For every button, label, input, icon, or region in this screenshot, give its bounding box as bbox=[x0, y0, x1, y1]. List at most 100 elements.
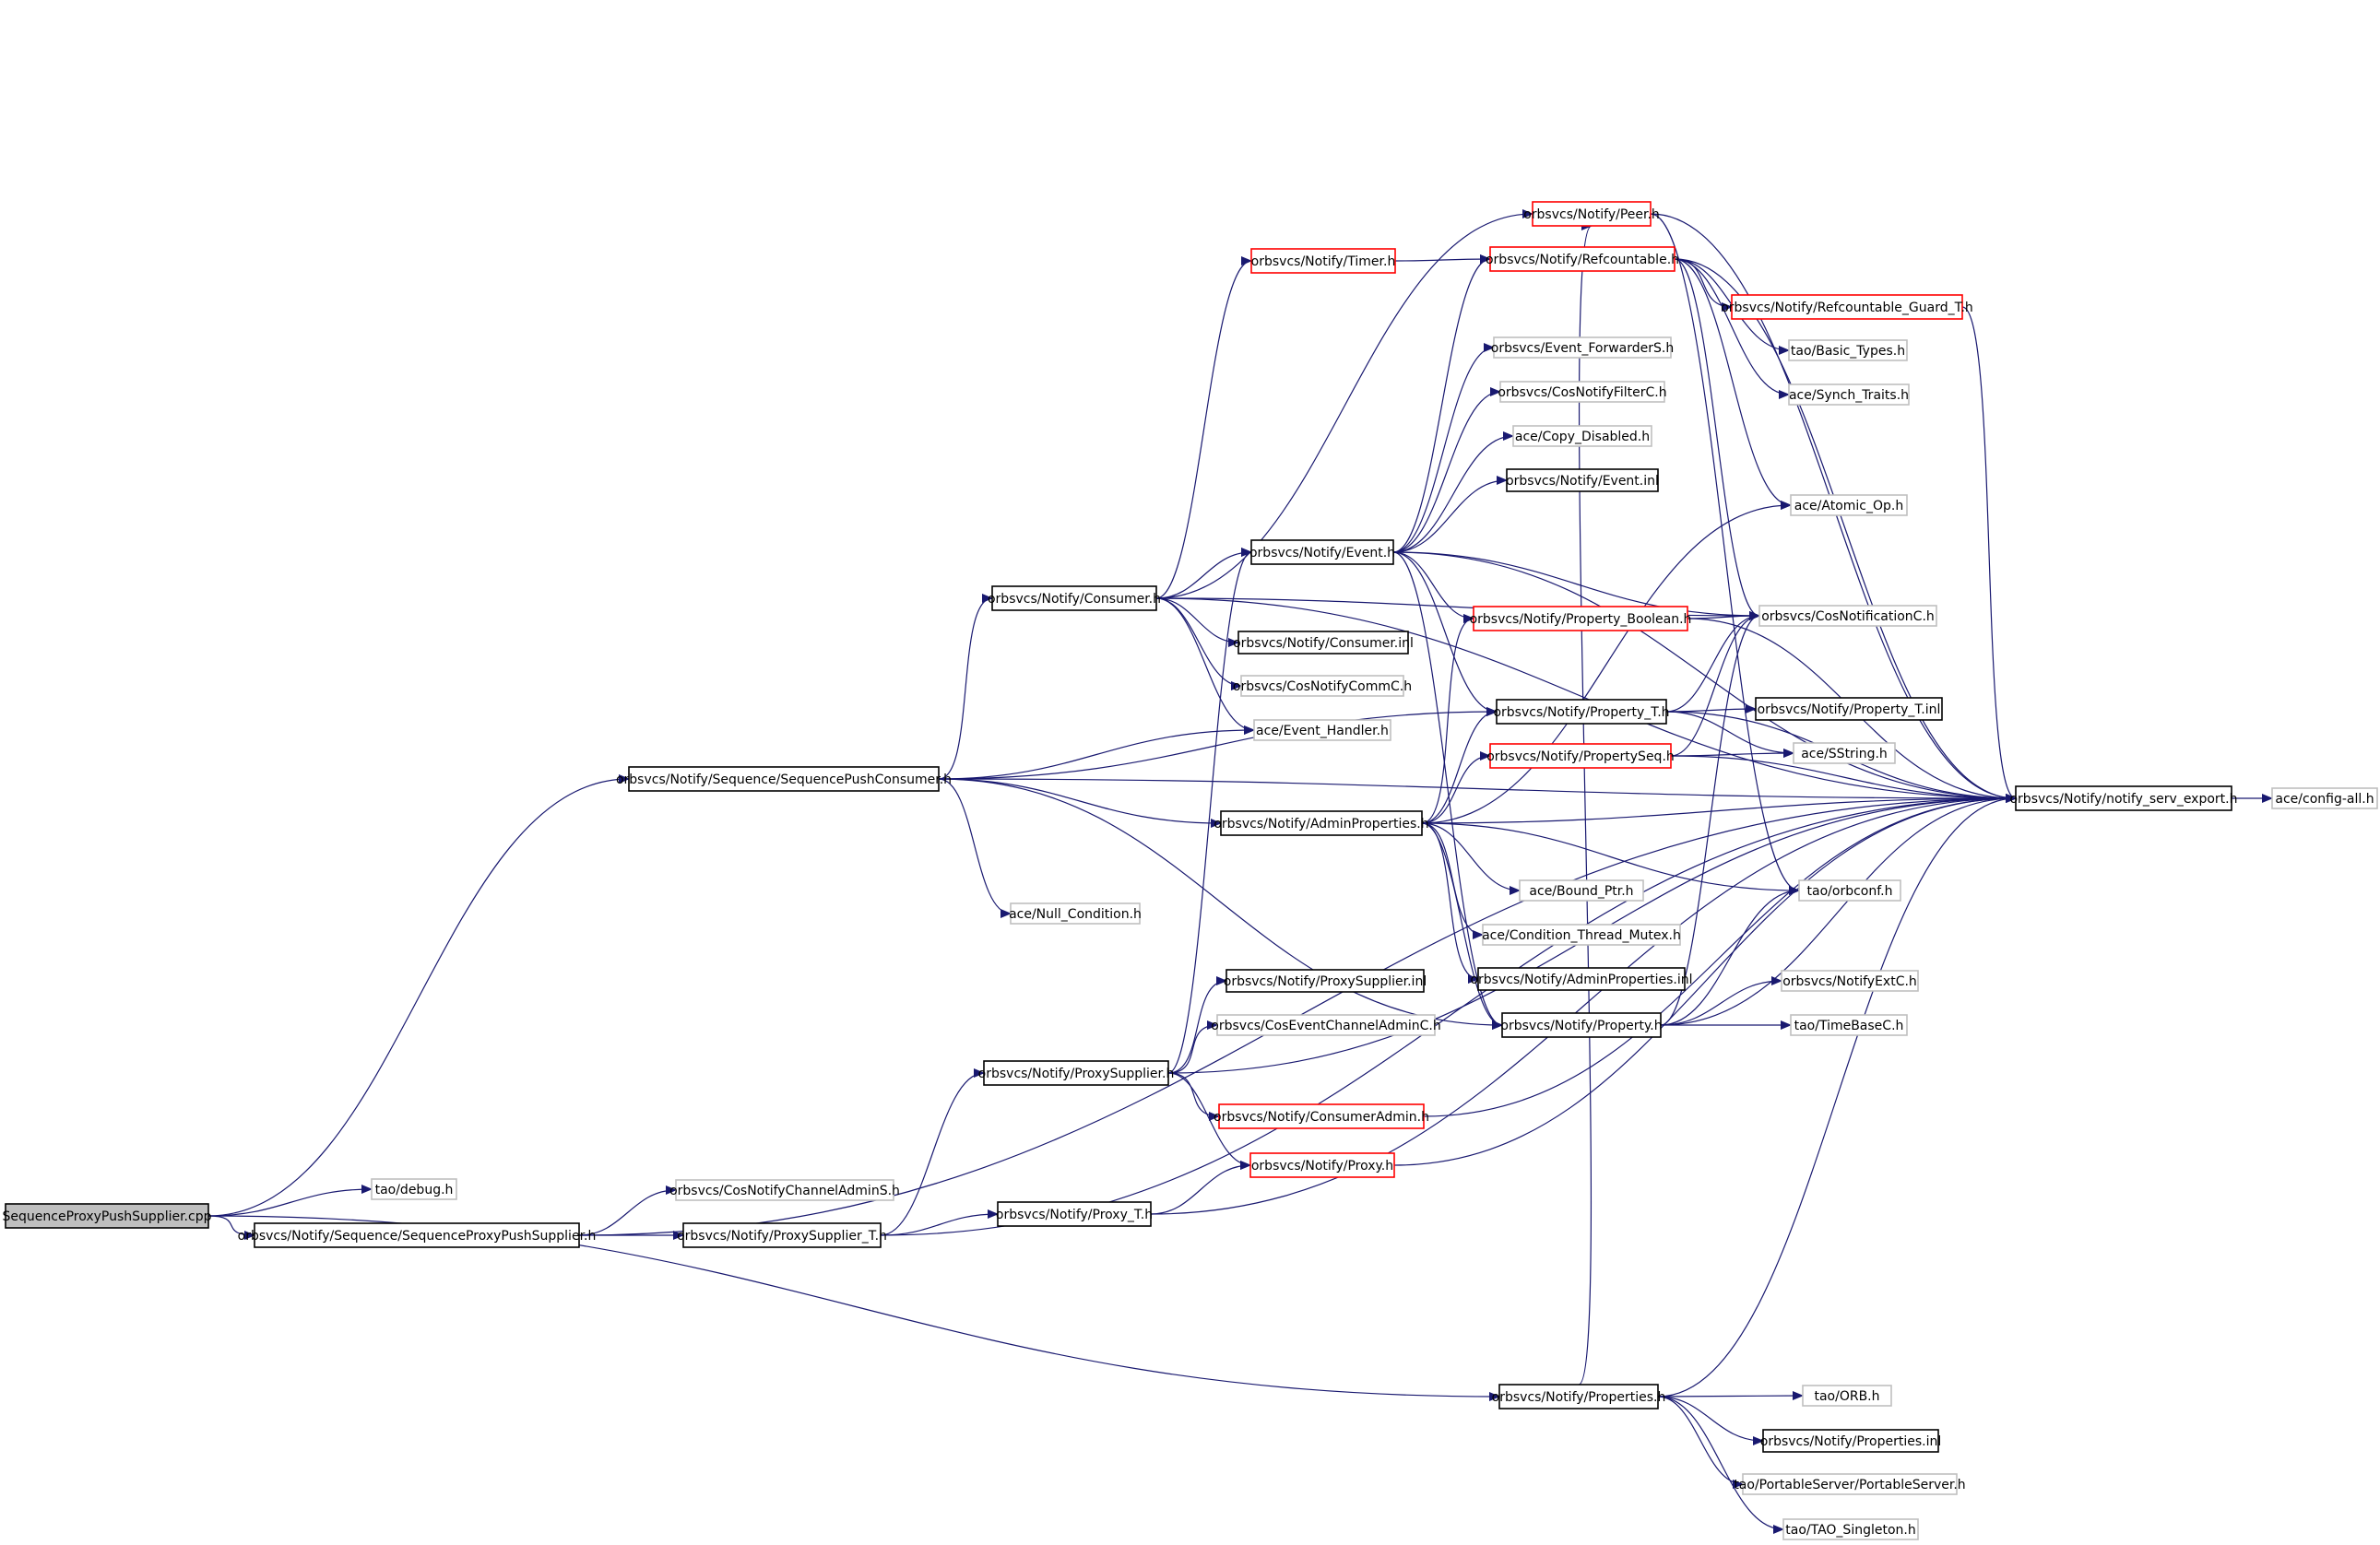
dependency-arrow bbox=[1392, 551, 1760, 620]
node-refc[interactable]: orbsvcs/Notify/Refcountable.h bbox=[1486, 246, 1679, 272]
edge-consumer-to-event bbox=[1155, 548, 1252, 599]
node-box bbox=[1240, 675, 1404, 697]
node-root[interactable]: SequenceProxyPushSupplier.cpp bbox=[3, 1203, 212, 1229]
node-box bbox=[5, 1203, 209, 1229]
node-label: orbsvcs/CosEventChannelAdminC.h bbox=[1211, 1019, 1440, 1033]
node-peer[interactable]: orbsvcs/Notify/Peer.h bbox=[1523, 201, 1660, 227]
dependency-arrow bbox=[1421, 822, 1800, 895]
dependency-arrow bbox=[1660, 794, 2017, 1026]
edge-proxysup-to-event bbox=[1167, 548, 1252, 1074]
node-label: orbsvcs/CosNotificationC.h bbox=[1761, 609, 1935, 624]
dependency-arrow bbox=[1155, 548, 1252, 599]
edge-spc-to-consumer bbox=[938, 594, 993, 780]
node-spps[interactable]: orbsvcs/Notify/Sequence/SequenceProxyPus… bbox=[238, 1222, 597, 1248]
dependency-arrow bbox=[880, 1209, 999, 1236]
dependency-arrow bbox=[1392, 551, 1474, 623]
node-props[interactable]: orbsvcs/Notify/Properties.h bbox=[1492, 1384, 1666, 1409]
dependency-arrow bbox=[1394, 254, 1491, 265]
node-timebase: tao/TimeBaseC.h bbox=[1790, 1014, 1908, 1036]
node-label: orbsvcs/Notify/Property_T.inl bbox=[1758, 702, 1941, 717]
dependency-arrow bbox=[1578, 221, 1593, 1386]
node-box bbox=[997, 1201, 1152, 1227]
node-box bbox=[1498, 1384, 1659, 1409]
node-box bbox=[1519, 879, 1644, 902]
node-consumer[interactable]: orbsvcs/Notify/Consumer.h bbox=[988, 585, 1161, 611]
edge-refguard-to-nse bbox=[1961, 306, 2017, 803]
node-consadmin[interactable]: orbsvcs/Notify/ConsumerAdmin.h bbox=[1214, 1103, 1429, 1129]
dependency-arrow bbox=[938, 725, 1255, 780]
node-box bbox=[1226, 969, 1425, 993]
dependency-arrow bbox=[1670, 755, 2017, 803]
node-box bbox=[1782, 1518, 1919, 1540]
node-label: orbsvcs/Notify/Peer.h bbox=[1523, 207, 1660, 222]
node-box bbox=[1532, 201, 1652, 227]
node-box bbox=[1220, 810, 1423, 836]
node-box bbox=[1473, 606, 1688, 631]
edge-proxyt-to-nse bbox=[1150, 794, 2017, 1215]
node-nullcond: ace/Null_Condition.h bbox=[1009, 902, 1142, 925]
node-box bbox=[1512, 425, 1652, 447]
edge-proxyh-to-nse bbox=[1393, 794, 2017, 1166]
node-pst[interactable]: orbsvcs/Notify/ProxySupplier_T.h bbox=[677, 1222, 887, 1248]
dependency-arrow bbox=[1167, 1072, 1220, 1121]
nodes-layer: SequenceProxyPushSupplier.cpp orbsvcs/Not… bbox=[3, 201, 2378, 1540]
edge-adminprops-to-condmutex bbox=[1421, 822, 1484, 939]
node-propbool[interactable]: orbsvcs/Notify/Property_Boolean.h bbox=[1470, 606, 1692, 631]
node-label: ace/SString.h bbox=[1801, 747, 1888, 761]
node-spc[interactable]: orbsvcs/Notify/Sequence/SequencePushCons… bbox=[616, 766, 952, 792]
dependency-arrow bbox=[1650, 213, 1800, 895]
node-box bbox=[1482, 924, 1681, 946]
node-propt[interactable]: orbsvcs/Notify/Property_T.h bbox=[1493, 699, 1670, 725]
node-label: orbsvcs/Notify/Sequence/SequenceProxyPus… bbox=[238, 1229, 597, 1244]
edge-event-to-property bbox=[1392, 551, 1503, 1030]
node-label: orbsvcs/Notify/ProxySupplier.h bbox=[978, 1067, 1175, 1081]
edge-proxysup-to-cecac bbox=[1167, 1020, 1218, 1074]
node-nse[interactable]: orbsvcs/Notify/notify_serv_export.h bbox=[2009, 785, 2238, 811]
node-box bbox=[1758, 605, 1937, 627]
node-consumerinl[interactable]: orbsvcs/Notify/Consumer.inl bbox=[1233, 631, 1414, 655]
node-proxyt[interactable]: orbsvcs/Notify/Proxy_T.h bbox=[996, 1201, 1153, 1227]
node-property[interactable]: orbsvcs/Notify/Property.h bbox=[1500, 1012, 1663, 1038]
dependency-arrow bbox=[880, 1068, 985, 1236]
edge-event-to-copydis bbox=[1392, 431, 1514, 553]
dependency-arrow bbox=[1155, 597, 1255, 735]
node-propsinl[interactable]: orbsvcs/Notify/Properties.inl bbox=[1760, 1429, 1941, 1453]
edge-consumer-to-timer bbox=[1155, 256, 1252, 599]
node-atomic: ace/Atomic_Op.h bbox=[1790, 494, 1908, 516]
node-label: ace/Condition_Thread_Mutex.h bbox=[1482, 928, 1681, 943]
node-box bbox=[1755, 697, 1943, 721]
edge-event-to-propt bbox=[1392, 551, 1498, 716]
node-label: tao/ORB.h bbox=[1814, 1389, 1879, 1404]
edge-adminprops-to-orbconf bbox=[1421, 822, 1800, 895]
node-cnfc: orbsvcs/CosNotifyFilterC.h bbox=[1498, 381, 1667, 403]
dependency-arrow bbox=[1167, 1072, 1251, 1170]
node-proxyh[interactable]: orbsvcs/Notify/Proxy.h bbox=[1249, 1152, 1395, 1178]
node-psinl[interactable]: orbsvcs/Notify/ProxySupplier.inl bbox=[1224, 969, 1427, 993]
node-efs: orbsvcs/Event_ForwarderS.h bbox=[1491, 336, 1674, 359]
node-eventinl[interactable]: orbsvcs/Notify/Event.inl bbox=[1506, 468, 1659, 492]
node-proptinl[interactable]: orbsvcs/Notify/Property_T.inl bbox=[1755, 697, 1943, 721]
node-adminprops[interactable]: orbsvcs/Notify/AdminProperties.h bbox=[1214, 810, 1429, 836]
node-box bbox=[983, 1060, 1169, 1086]
dependency-arrow bbox=[1392, 476, 1508, 553]
node-box bbox=[1489, 743, 1672, 769]
node-sstring: ace/SString.h bbox=[1793, 742, 1896, 764]
edge-root-to-spps bbox=[207, 1215, 255, 1240]
node-propseq[interactable]: orbsvcs/Notify/PropertySeq.h bbox=[1486, 743, 1675, 769]
node-proxysup[interactable]: orbsvcs/Notify/ProxySupplier.h bbox=[978, 1060, 1175, 1086]
node-timer[interactable]: orbsvcs/Notify/Timer.h bbox=[1250, 248, 1396, 274]
node-label: orbsvcs/CosNotifyFilterC.h bbox=[1498, 385, 1666, 400]
edge-spc-to-nse bbox=[938, 778, 2017, 803]
node-refguard[interactable]: orbsvcs/Notify/Refcountable_Guard_T.h bbox=[1721, 294, 1973, 320]
edge-consumer-to-peer bbox=[1155, 209, 1533, 599]
dependency-arrow bbox=[938, 778, 1222, 828]
dependency-arrow bbox=[1421, 501, 1792, 824]
node-apinl[interactable]: orbsvcs/Notify/AdminProperties.inl bbox=[1470, 967, 1693, 991]
edge-refc-to-nse bbox=[1674, 258, 2017, 803]
node-event[interactable]: orbsvcs/Notify/Event.h bbox=[1249, 539, 1395, 565]
edge-proxysup-to-psinl bbox=[1167, 976, 1227, 1074]
node-label: tao/TAO_Singleton.h bbox=[1785, 1523, 1915, 1538]
edge-peer-to-orbconf bbox=[1650, 213, 1800, 895]
edge-event-to-efs bbox=[1392, 343, 1495, 553]
node-basictypes: tao/Basic_Types.h bbox=[1788, 339, 1908, 361]
